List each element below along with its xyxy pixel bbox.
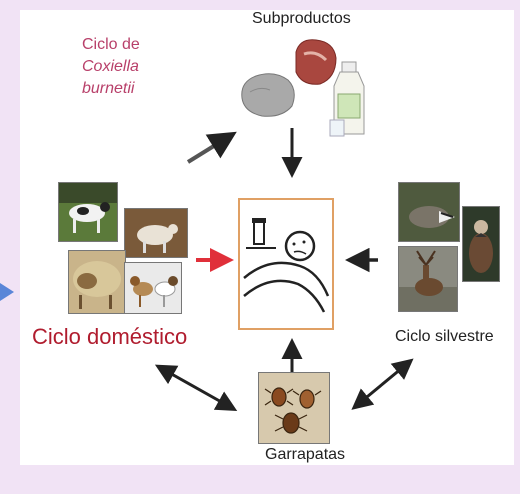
cycle-arrows — [20, 10, 514, 465]
domestic-ticks-arrow — [168, 372, 232, 408]
domestic-to-byproducts-arrow — [188, 136, 230, 162]
wild-ticks-arrow — [356, 368, 402, 406]
diagram-canvas: Ciclo de Coxiella burnetii Subproductos … — [20, 10, 514, 465]
page-pointer-icon — [0, 283, 14, 301]
